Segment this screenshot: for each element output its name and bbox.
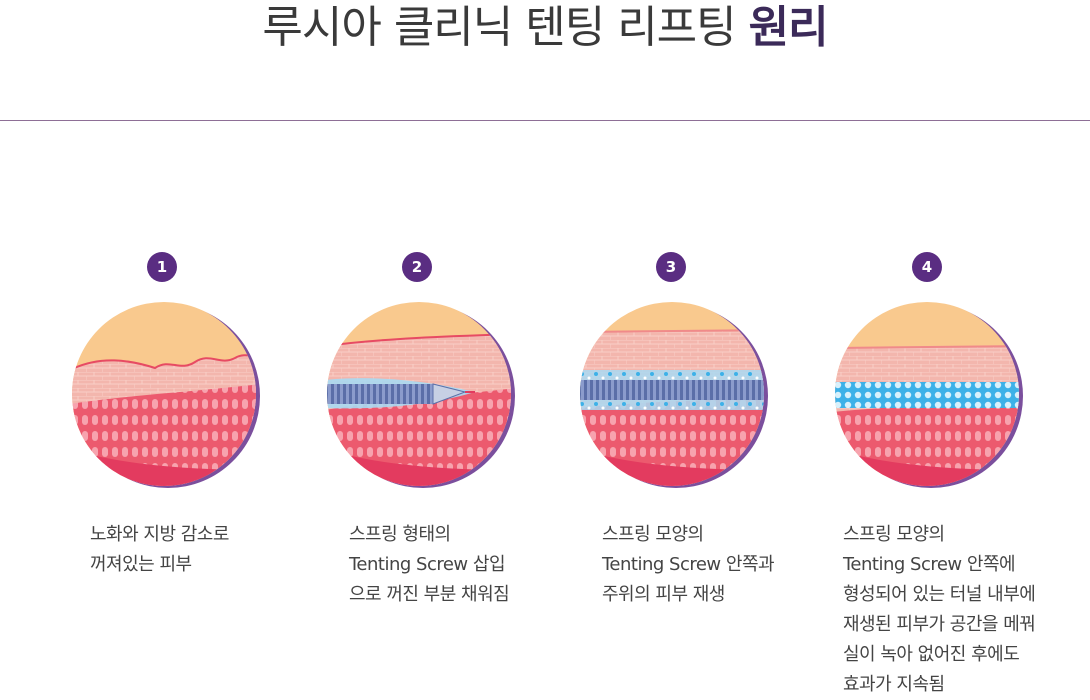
step-description: 스프링 형태의 Tenting Screw 삽입 으로 꺼진 부분 채워짐 xyxy=(349,524,510,605)
skin-illustration-regeneration xyxy=(578,300,770,492)
page-title-light: 루시아 클리닉 텐팅 리프팅 xyxy=(262,2,736,53)
page-title: 루시아 클리닉 텐팅 리프팅 원리 xyxy=(0,0,1090,56)
step-number-badge: 2 xyxy=(402,252,432,282)
skin-illustration-screw-insertion xyxy=(325,300,517,492)
step-description: 노화와 지방 감소로 꺼져있는 피부 xyxy=(90,524,229,575)
step-description: 스프링 모양의 Tenting Screw 안쪽에 형성되어 있는 터널 내부에… xyxy=(843,524,1036,695)
step-description: 스프링 모양의 Tenting Screw 안쪽과 주위의 피부 재생 xyxy=(602,524,775,605)
skin-illustration-sustained-effect xyxy=(833,300,1025,492)
title-divider xyxy=(0,120,1090,121)
step-number-badge: 1 xyxy=(147,252,177,282)
skin-illustration-aged xyxy=(70,300,262,492)
step-number-badge: 4 xyxy=(912,252,942,282)
step-number-badge: 3 xyxy=(656,252,686,282)
page-title-bold: 원리 xyxy=(748,2,829,53)
